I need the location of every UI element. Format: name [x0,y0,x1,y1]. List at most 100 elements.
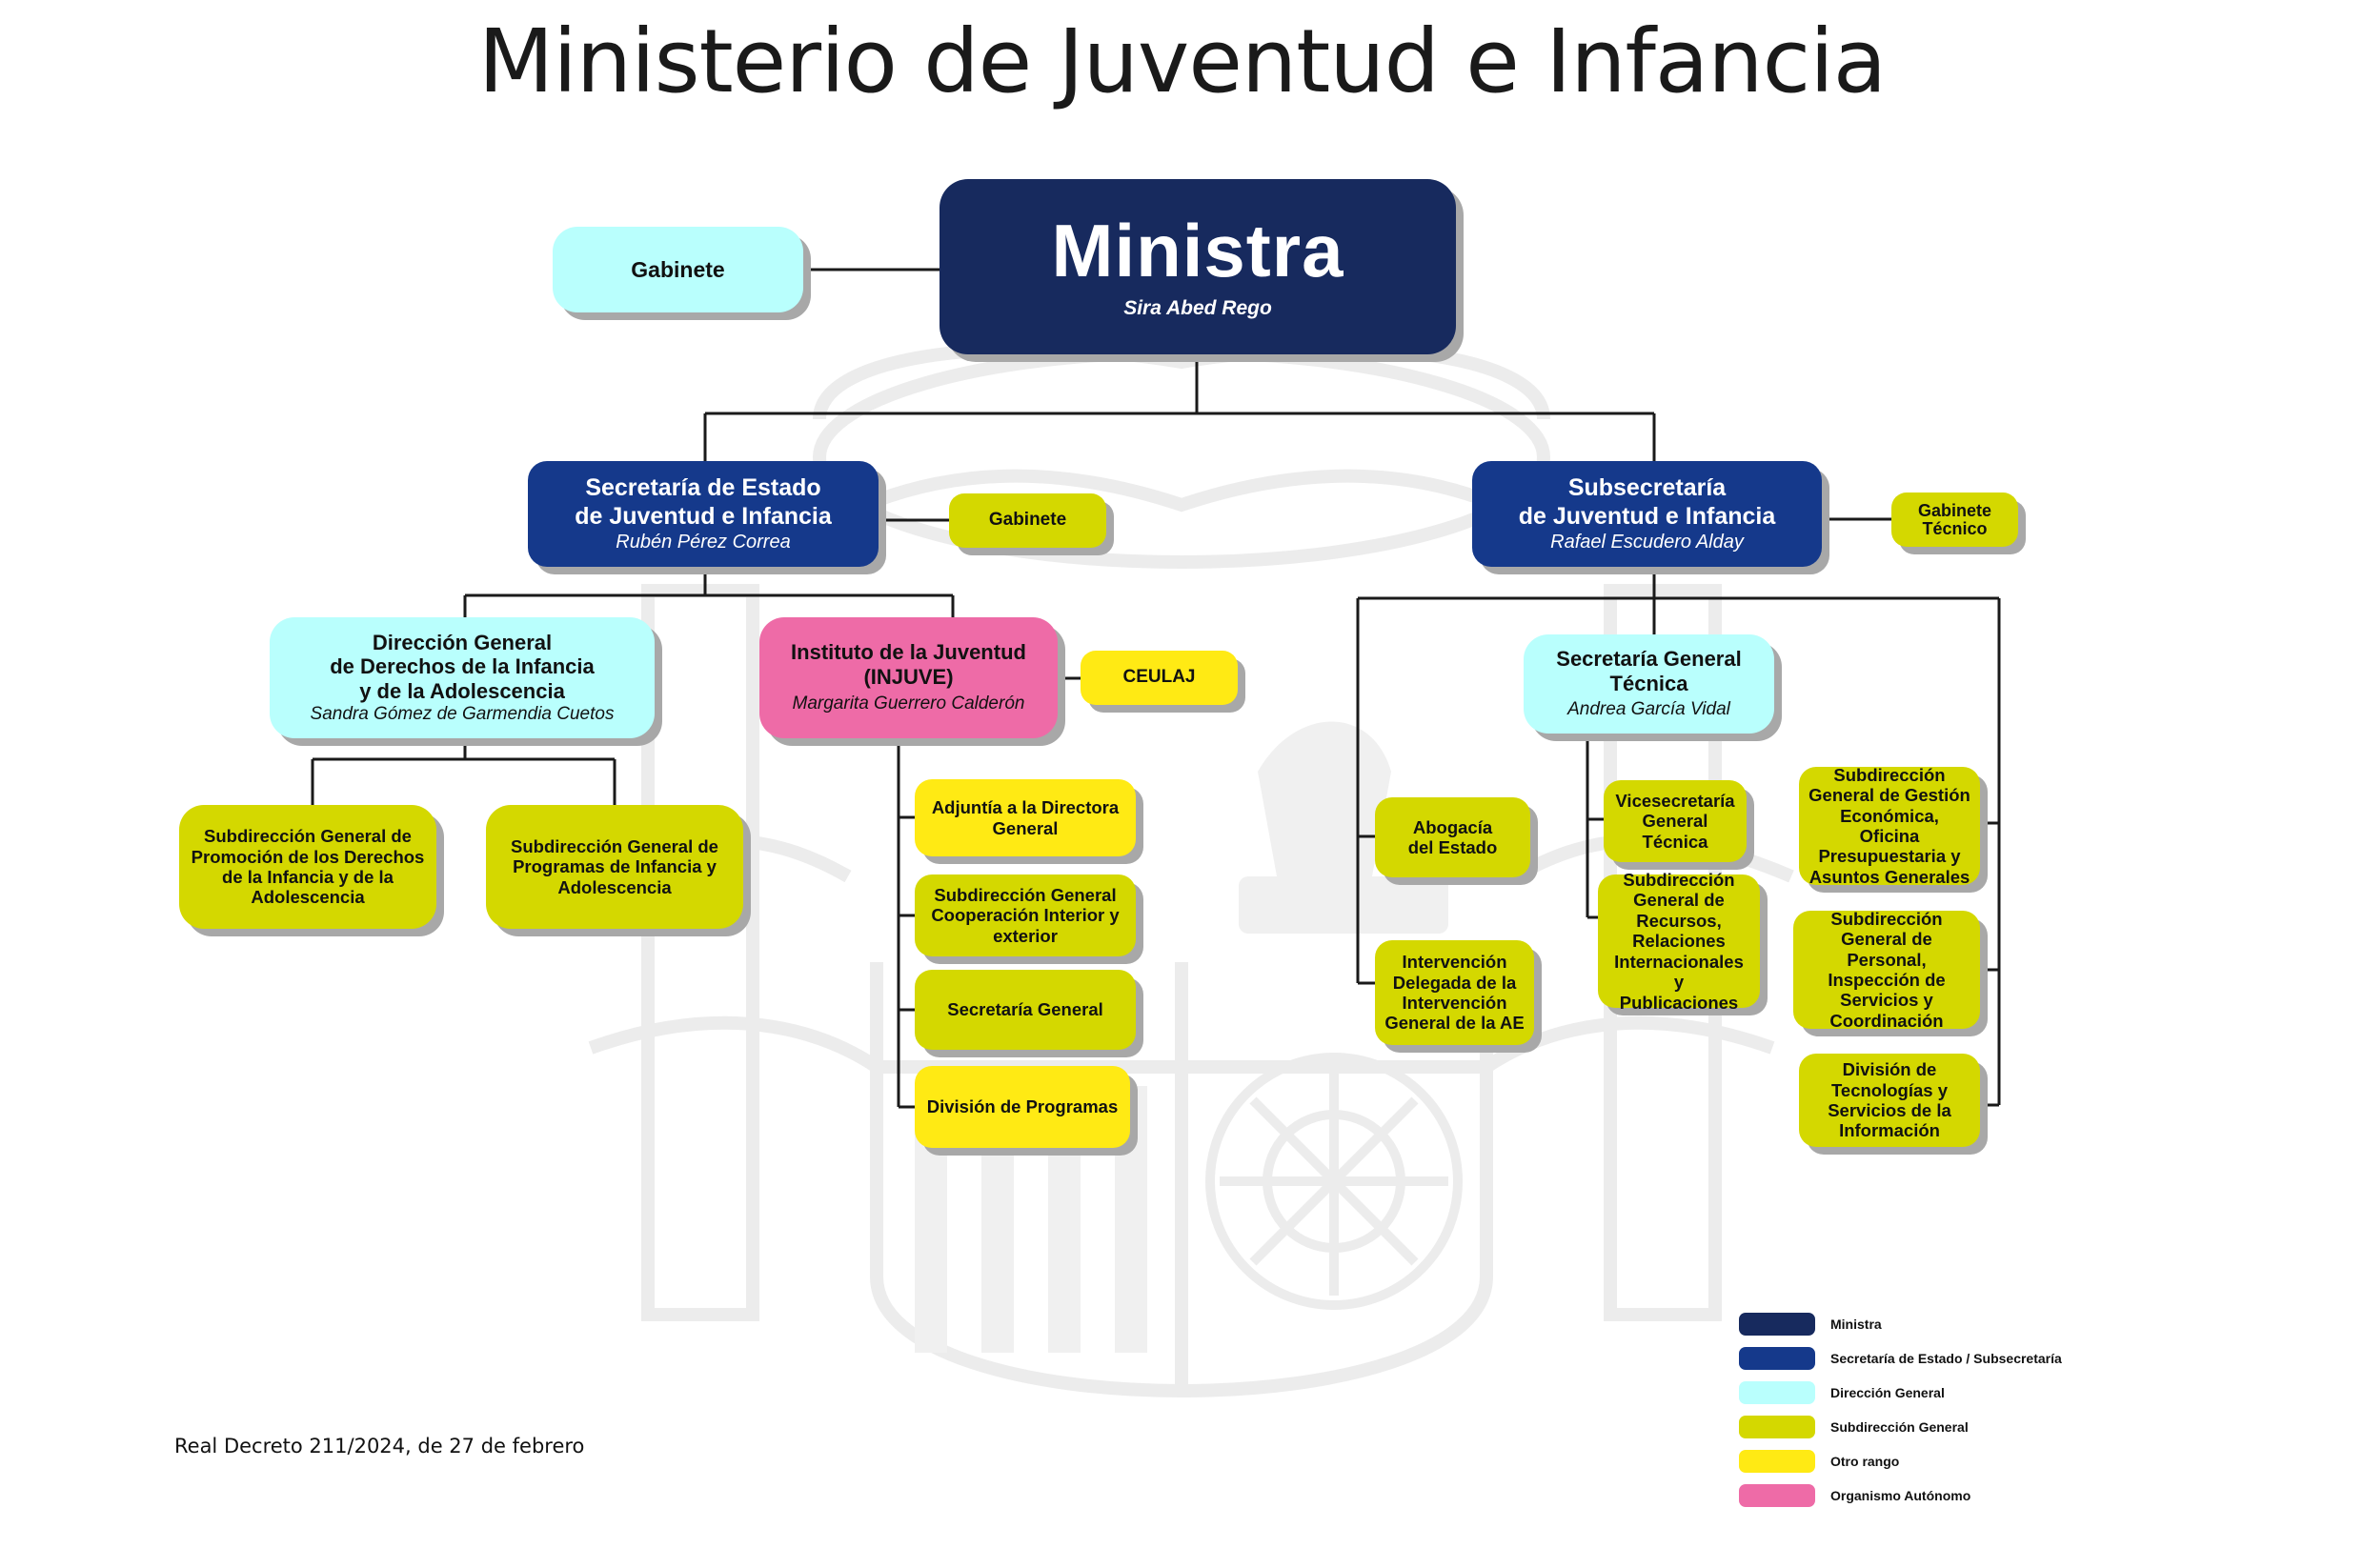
legend-swatch [1739,1450,1815,1473]
legend-label: Subdirección General [1830,1419,1969,1435]
node-sg-programas-line: Adolescencia [557,876,672,897]
node-division-tecnologias-line: División de [1842,1059,1937,1080]
node-intervencion-line: Delegada de la [1392,972,1517,993]
node-gabinete-se: Gabinete [949,493,1106,548]
node-adjuntia-line: General [992,817,1059,838]
node-intervencion: Intervención Delegada de la Intervención… [1375,940,1534,1045]
page-title: Ministerio de Juventud e Infancia [477,10,1887,112]
legend-label: Otro rango [1830,1454,1900,1469]
node-ministra-name: Sira Abed Rego [1123,297,1272,320]
legend-swatch [1739,1313,1815,1336]
node-adjuntia-line: Adjuntía a la Directora [931,797,1120,818]
node-sg-recursos-line: Subdirección [1623,869,1735,890]
node-secretaria-general: Secretaría General [915,970,1136,1050]
node-adjuntia: Adjuntía a la Directora General [915,779,1136,856]
node-secretaria-estado-title-1: Secretaría de Estado [585,474,821,502]
node-subsecretaria-title-2: de Juventud e Infancia [1518,502,1776,530]
node-sg-personal-line: Servicios y [1840,990,1933,1011]
node-abogacia-line: Abogacía [1412,816,1493,837]
node-secretaria-general-line: Secretaría General [947,999,1103,1020]
node-sg-cooperacion-line: Subdirección General [934,884,1117,905]
legend-swatch [1739,1381,1815,1404]
legend-swatch [1739,1484,1815,1507]
legend-label: Secretaría de Estado / Subsecretaría [1830,1351,2062,1366]
node-ceulaj-title: CEULAJ [1122,667,1196,688]
node-sg-gestion-line: Presupuestaria y [1818,846,1961,867]
node-sg-recursos-line: General de [1633,890,1725,911]
node-secretaria-estado-name: Rubén Pérez Correa [616,531,791,553]
node-vicesecretaria-line: Vicesecretaría [1615,790,1735,811]
node-sg-programas-line: Programas de Infancia y [513,856,717,877]
node-sg-recursos-line: Recursos, [1636,910,1722,931]
node-sg-recursos-line: Relaciones [1632,931,1726,952]
node-sg-promocion-line: de la Infancia y de la [222,867,394,887]
legend-item: Otro rango [1739,1450,1899,1473]
node-sg-gestion-line: Asuntos Generales [1808,866,1970,887]
legend-swatch [1739,1416,1815,1438]
legend-label: Organismo Autónomo [1830,1488,1971,1503]
node-injuve-name: Margarita Guerrero Calderón [792,693,1025,714]
node-sgt: Secretaría General Técnica Andrea García… [1524,634,1774,734]
node-gabinete-tecnico-title-2: Técnico [1922,518,1988,538]
node-division-programas-line: División de Programas [926,1096,1119,1117]
node-dg-derechos: Dirección General de Derechos de la Infa… [270,617,655,738]
node-sg-gestion-line: Subdirección [1833,764,1946,785]
node-sg-promocion-line: Promoción de los Derechos [191,846,425,867]
node-sgt-title-2: Técnica [1609,671,1688,695]
node-sg-recursos-line: Internacionales y [1614,951,1744,993]
node-sg-programas-line: Subdirección General de [511,835,718,856]
node-dg-derechos-title-1: Dirección General [372,630,553,654]
node-gabinete-tecnico: Gabinete Técnico [1891,493,2018,547]
node-sg-personal-line: Inspección de [1828,970,1946,990]
node-intervencion-line: Intervención [1402,993,1507,1013]
legend-label: Ministra [1830,1317,1882,1332]
node-injuve-title-2: (INJUVE) [863,665,954,690]
node-ministra: Ministra Sira Abed Rego [940,179,1456,354]
node-sg-promocion-line: Adolescencia [251,887,365,908]
legend-item: Dirección General [1739,1381,1945,1404]
node-gabinete-se-title: Gabinete [988,510,1067,531]
node-sg-gestion-line: Económica, Oficina [1840,805,1939,846]
legend-item: Secretaría de Estado / Subsecretaría [1739,1347,2062,1370]
node-sg-gestion: Subdirección General de Gestión Económic… [1799,764,1980,887]
node-sg-personal: Subdirección General de Personal, Inspec… [1793,908,1980,1031]
node-sg-personal-line: General de Personal, [1841,929,1932,970]
node-sg-personal-line: Subdirección [1830,908,1943,929]
node-subsecretaria-title-1: Subsecretaría [1567,474,1727,502]
node-abogacia-line: del Estado [1407,837,1498,857]
node-gabinete-tecnico-title-1: Gabinete [1917,500,1992,520]
node-sg-recursos-line: Publicaciones [1619,992,1739,1013]
node-secretaria-estado-title-2: de Juventud e Infancia [575,502,832,530]
node-sg-recursos: Subdirección General de Recursos, Relaci… [1598,870,1760,1013]
node-dg-derechos-title-2: de Derechos de la Infancia [330,654,595,679]
node-division-tecnologias: División de Tecnologías y Servicios de l… [1799,1054,1980,1147]
footnote: Real Decreto 211/2024, de 27 de febrero [174,1435,585,1457]
node-vicesecretaria: Vicesecretaría General Técnica [1604,780,1747,862]
node-secretaria-estado: Secretaría de Estado de Juventud e Infan… [528,461,879,567]
node-sg-cooperacion-line: exterior [993,925,1058,946]
node-division-tecnologias-line: Tecnologías y [1831,1079,1948,1100]
legend-item: Ministra [1739,1313,1882,1336]
node-ceulaj: CEULAJ [1081,651,1238,705]
node-subsecretaria: Subsecretaría de Juventud e Infancia Raf… [1472,461,1822,567]
node-division-tecnologias-line: Información [1839,1120,1940,1141]
node-gabinete-ministra-title: Gabinete [631,256,725,282]
node-injuve-title-1: Instituto de la Juventud [791,640,1026,665]
node-sgt-name: Andrea García Vidal [1567,699,1730,720]
node-dg-derechos-title-3: y de la Adolescencia [359,678,565,703]
node-vicesecretaria-line: Técnica [1642,831,1708,852]
node-intervencion-line: Intervención [1402,952,1507,973]
node-sg-cooperacion: Subdirección General Cooperación Interio… [915,874,1136,956]
node-sg-personal-line: Coordinación [1829,1010,1944,1031]
node-gabinete-ministra: Gabinete [553,227,803,312]
node-division-tecnologias-line: Servicios de la [1828,1100,1951,1120]
node-abogacia: Abogacía del Estado [1375,797,1530,877]
node-dg-derechos-name: Sandra Gómez de Garmendia Cuetos [310,703,615,724]
node-intervencion-line: General de la AE [1384,1013,1525,1034]
node-vicesecretaria-line: General [1642,811,1708,832]
node-sg-gestion-line: General de Gestión [1808,785,1970,806]
node-sg-promocion-line: Subdirección General de [204,826,412,847]
legend-label: Dirección General [1830,1385,1945,1400]
node-sgt-title-1: Secretaría General [1556,646,1742,671]
